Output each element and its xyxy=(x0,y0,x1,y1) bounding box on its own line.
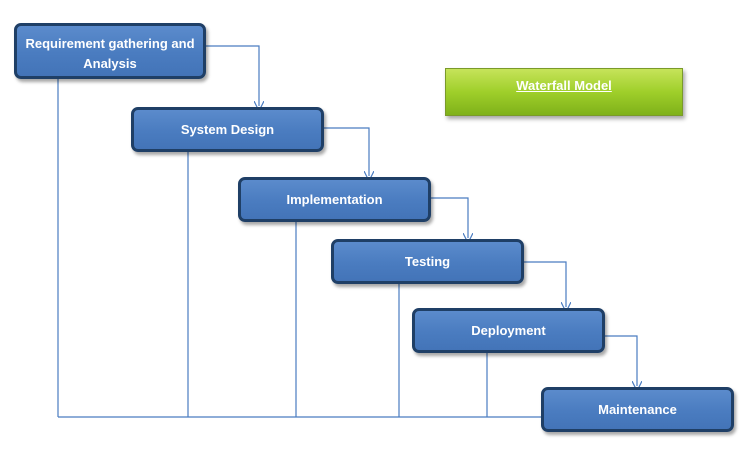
stage-testing: Testing xyxy=(331,239,524,284)
stage-maintenance: Maintenance xyxy=(541,387,734,432)
flow-arrow-5 xyxy=(605,335,637,386)
stage-requirement-analysis: Requirement gathering and Analysis xyxy=(14,23,206,79)
stage-label: System Design xyxy=(180,122,275,137)
stage-label-line1: Requirement gathering and xyxy=(25,36,195,51)
stage-deployment: Deployment xyxy=(412,308,605,353)
model-title-box: Waterfall Model xyxy=(445,68,683,116)
model-title: Waterfall Model xyxy=(516,78,612,93)
stage-implementation: Implementation xyxy=(238,177,431,222)
stage-label: Deployment xyxy=(471,323,546,338)
flow-arrow-1 xyxy=(206,45,259,106)
stage-label-line2: Analysis xyxy=(83,56,137,71)
flow-arrow-4 xyxy=(524,261,566,307)
flow-arrow-2 xyxy=(324,127,369,176)
stage-label: Testing xyxy=(404,254,451,269)
stage-label: Maintenance xyxy=(598,402,677,417)
stage-label: Implementation xyxy=(286,192,383,207)
stage-system-design: System Design xyxy=(131,107,324,152)
flow-arrow-3 xyxy=(431,197,468,238)
